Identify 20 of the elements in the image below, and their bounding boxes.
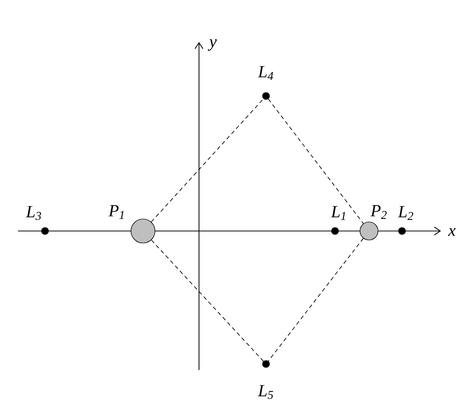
point-label: L$_{2}$ <box>398 206 414 220</box>
point-label: L$_{4}$ <box>258 66 274 80</box>
axis-label: y <box>208 39 217 51</box>
particle-circle <box>130 218 156 244</box>
point-marker <box>41 227 49 235</box>
point-marker <box>331 227 339 235</box>
point-marker <box>262 92 270 100</box>
point-label: L$_{5}$ <box>258 385 274 399</box>
dashed-line <box>151 240 264 362</box>
dashed-line <box>268 98 364 224</box>
axis-label: x <box>448 228 456 236</box>
dashed-line <box>150 98 264 222</box>
point-label: P$_{1}$ <box>108 205 124 219</box>
point-marker <box>262 360 270 368</box>
point-marker <box>398 227 406 235</box>
dashed-line <box>268 238 364 362</box>
particle-circle <box>360 222 378 240</box>
point-label: L$_{3}$ <box>26 206 42 220</box>
point-label: P$_{2}$ <box>370 205 387 219</box>
point-label: L$_{1}$ <box>330 206 346 220</box>
